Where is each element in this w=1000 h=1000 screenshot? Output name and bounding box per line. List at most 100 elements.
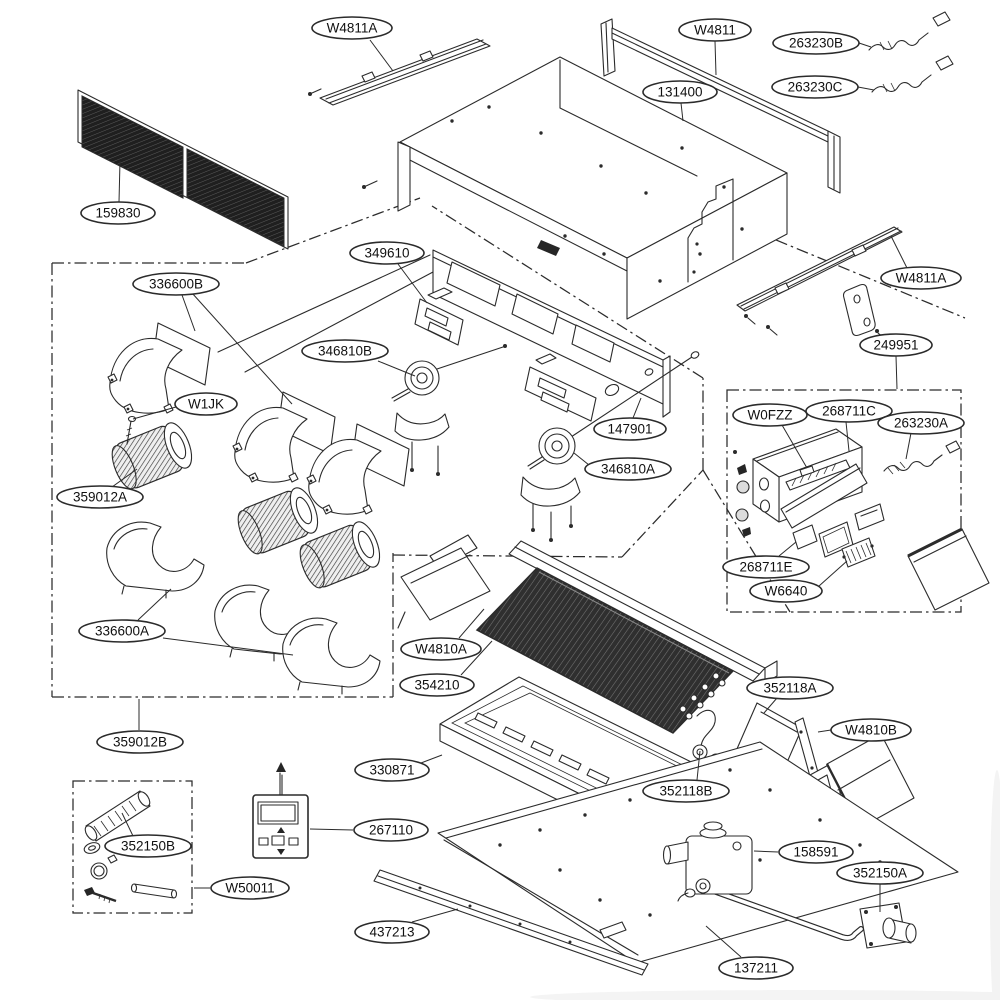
callout-137211[interactable]: 137211 [705, 925, 794, 980]
callout-263230B[interactable]: 263230B [772, 31, 872, 55]
callout-bubble[interactable] [80, 201, 156, 225]
callout-text: W6640 [765, 584, 808, 599]
callout-bubble[interactable] [830, 718, 912, 742]
callout-359012B[interactable]: 359012B [96, 699, 184, 754]
callout-bubble[interactable] [56, 485, 144, 509]
callout-text: 268711E [739, 560, 792, 575]
callout-W4811A[interactable]: W4811A [311, 16, 394, 72]
callout-268711E[interactable]: 268711E [722, 541, 810, 579]
callout-text: 352118B [659, 784, 712, 799]
callout-bubble[interactable] [718, 956, 794, 980]
callout-352150A[interactable]: 352150A [836, 861, 924, 912]
callout-bubble[interactable] [593, 417, 667, 441]
callout-346810A[interactable]: 346810A [573, 452, 672, 481]
callout-bubble[interactable] [584, 457, 672, 481]
callout-bubble[interactable] [805, 399, 893, 423]
callout-W4810A[interactable]: W4810A [400, 608, 485, 661]
callout-249951[interactable]: 249951 [859, 333, 933, 390]
callout-bubble[interactable] [354, 920, 430, 944]
callout-bubble[interactable] [746, 676, 834, 700]
callout-text: W4811 [694, 23, 736, 38]
callout-267110[interactable]: 267110 [309, 818, 429, 842]
callout-263230C[interactable]: 263230C [771, 75, 875, 99]
callout-330871[interactable]: 330871 [354, 754, 443, 782]
callout-bubble[interactable] [732, 403, 808, 427]
part-remote-267110 [252, 762, 309, 859]
cabinet-screw-holes [450, 105, 744, 283]
part-partition-147901 [217, 249, 671, 418]
callout-346810B[interactable]: 346810B [301, 339, 416, 377]
part-pipe-stub [130, 883, 178, 899]
callout-263230A[interactable]: 263230A [877, 411, 965, 460]
callout-text: 147901 [607, 422, 652, 437]
leader-line [753, 850, 779, 853]
callout-W4811[interactable]: W4811 [678, 18, 752, 76]
callout-359012A[interactable]: 359012A [56, 468, 144, 509]
callout-bubble[interactable] [354, 758, 430, 782]
callout-bubble[interactable] [880, 266, 962, 290]
callout-158591[interactable]: 158591 [753, 840, 854, 864]
leader-line [763, 697, 778, 714]
callout-W0FZZ[interactable]: W0FZZ [732, 403, 808, 469]
callout-W50011[interactable]: W50011 [194, 876, 290, 900]
callout-bubble[interactable] [400, 637, 482, 661]
part-wire-263230a [883, 440, 961, 475]
callout-349610[interactable]: 349610 [349, 241, 428, 304]
callout-bubble[interactable] [722, 555, 810, 579]
callout-147901[interactable]: 147901 [593, 397, 667, 441]
part-dark-clip [537, 240, 560, 256]
callout-131400[interactable]: 131400 [642, 80, 718, 122]
part-knobs [733, 450, 751, 537]
callout-268711C[interactable]: 268711C [805, 399, 893, 452]
callout-W4810B[interactable]: W4810B [817, 718, 912, 742]
callout-bubble[interactable] [642, 80, 718, 104]
leader-line [420, 754, 443, 764]
callout-bubble[interactable] [772, 31, 860, 55]
callout-bubble[interactable] [353, 818, 429, 842]
callout-text: 352150A [853, 866, 907, 881]
callout-W6640[interactable]: W6640 [749, 560, 848, 603]
callout-bubble[interactable] [104, 834, 192, 858]
callout-bubble[interactable] [749, 579, 823, 603]
callout-352118A[interactable]: 352118A [746, 676, 834, 714]
callout-352118B[interactable]: 352118B [642, 750, 730, 803]
callout-text: W50011 [225, 881, 274, 896]
callout-336600B[interactable]: 336600B [132, 272, 293, 405]
callout-159830[interactable]: 159830 [80, 160, 156, 225]
part-screw-w1jk [125, 415, 137, 445]
callout-bubble[interactable] [301, 339, 389, 363]
callout-bubble[interactable] [771, 75, 859, 99]
callout-text: 159830 [95, 206, 140, 221]
callout-W1JK[interactable]: W1JK [132, 392, 238, 420]
callout-bubble[interactable] [642, 779, 730, 803]
callout-bubble[interactable] [174, 392, 238, 416]
callout-bubble[interactable] [78, 619, 166, 643]
callout-text: 263230A [894, 416, 948, 431]
callout-bubble[interactable] [311, 16, 393, 40]
callout-text: W1JK [188, 397, 224, 412]
callout-W4811A[interactable]: W4811A [880, 235, 962, 290]
part-plate-268711e [792, 524, 818, 550]
callout-bubble[interactable] [778, 840, 854, 864]
callout-354210[interactable]: 354210 [399, 640, 493, 697]
callout-bubble[interactable] [678, 18, 752, 42]
callout-bubble[interactable] [836, 861, 924, 885]
callout-bubble[interactable] [210, 876, 290, 900]
callout-437213[interactable]: 437213 [354, 908, 459, 944]
part-blower-wheel-359012a [106, 418, 198, 494]
callout-text: W4811A [327, 21, 378, 36]
part-motor-346810a [520, 351, 700, 542]
callout-text: W4811A [896, 271, 947, 286]
callout-bubble[interactable] [877, 411, 965, 435]
callout-bubble[interactable] [96, 730, 184, 754]
part-drain-pipe [705, 886, 864, 941]
part-control-box-w0fzz [752, 428, 863, 523]
part-wire-263230c [871, 55, 954, 93]
callout-bubble[interactable] [132, 272, 220, 296]
callout-352150B[interactable]: 352150B [104, 812, 192, 858]
callout-bubble[interactable] [399, 673, 475, 697]
callout-bubble[interactable] [349, 241, 425, 265]
callout-336600A[interactable]: 336600A [78, 588, 294, 656]
callout-bubble[interactable] [859, 333, 933, 357]
